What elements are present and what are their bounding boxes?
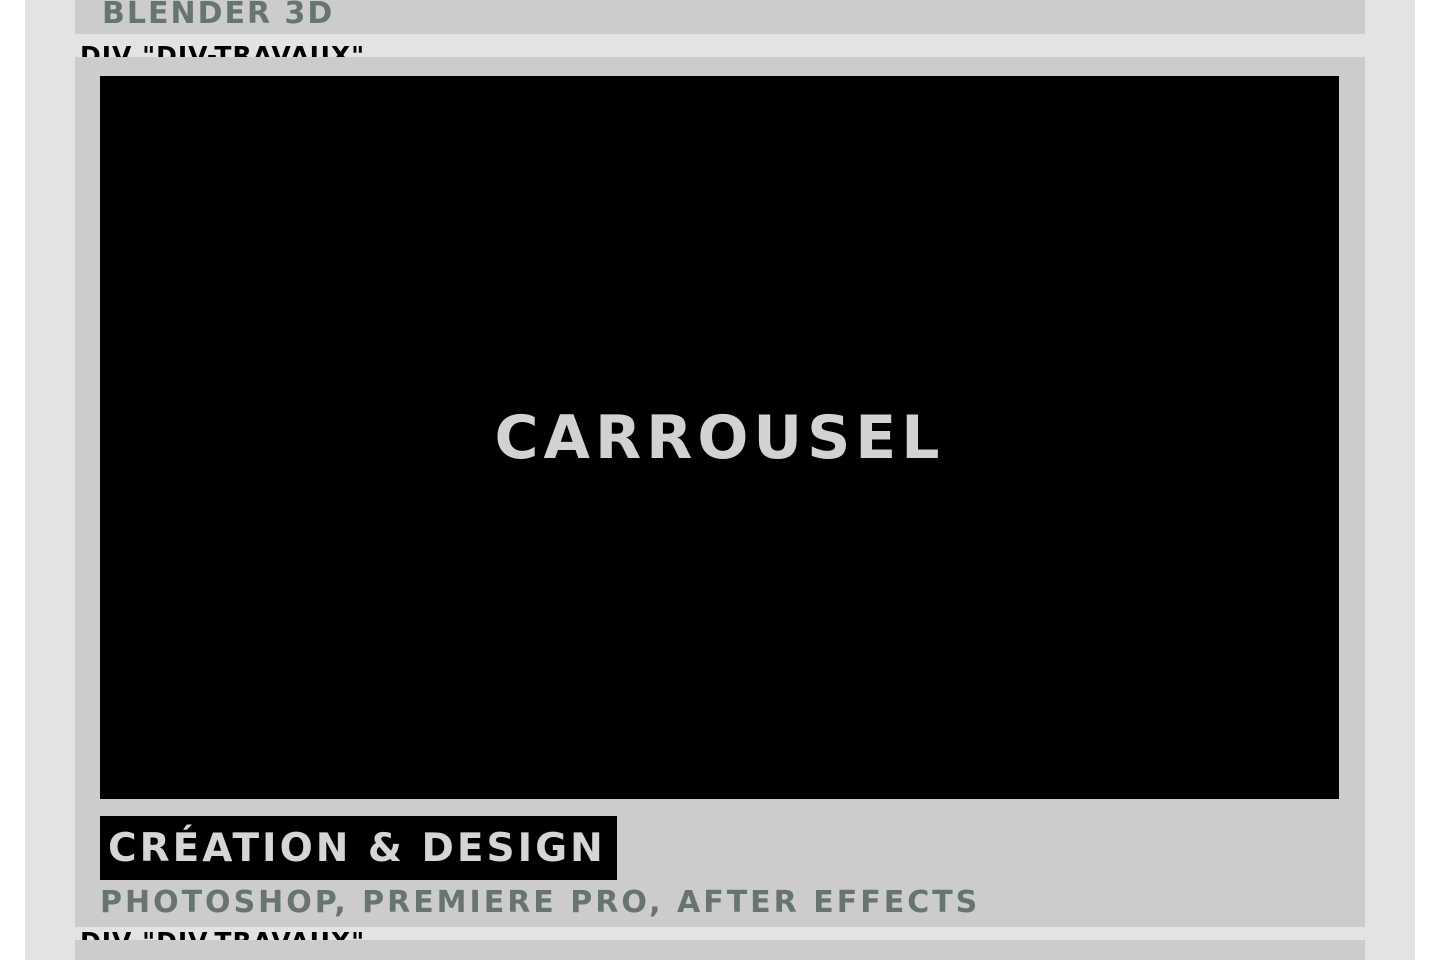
work-section-creation-design: CARROUSEL CRÉATION & DESIGN PHOTOSHOP, P… <box>75 57 1365 927</box>
work-section-next <box>75 940 1365 960</box>
carousel[interactable]: CARROUSEL <box>100 76 1339 799</box>
section-title-box: CRÉATION & DESIGN <box>100 816 617 880</box>
section-subtitle-previous: BLENDER 3D <box>102 0 335 31</box>
work-section-previous <box>75 0 1365 34</box>
carousel-placeholder-label: CARROUSEL <box>494 402 945 473</box>
section-title: CRÉATION & DESIGN <box>108 825 606 871</box>
section-subtitle: PHOTOSHOP, PREMIERE PRO, AFTER EFFECTS <box>100 885 981 920</box>
